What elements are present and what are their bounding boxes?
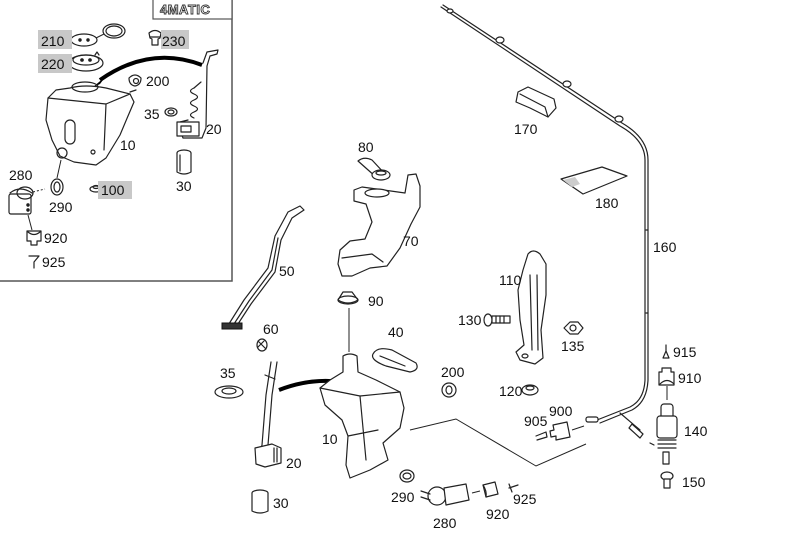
part-910-connector[interactable] — [658, 367, 675, 400]
callout-labels: 210 220 230 200 35 20 10 30 100 280 290 … — [9, 30, 708, 531]
4matic-badge-frame — [152, 0, 233, 20]
callout-110[interactable]: 110 — [499, 272, 522, 288]
callout-160[interactable]: 160 — [653, 239, 677, 255]
callout-290-main[interactable]: 290 — [391, 489, 415, 505]
part-20-level-sensor[interactable] — [176, 49, 219, 139]
callout-150[interactable]: 150 — [682, 474, 706, 490]
callout-40[interactable]: 40 — [388, 324, 404, 340]
part-925-terminal-main[interactable] — [508, 483, 519, 493]
part-20-level-sensor-main[interactable] — [254, 361, 282, 468]
callout-220[interactable]: 220 — [41, 56, 65, 72]
callout-905[interactable]: 905 — [524, 413, 548, 429]
callout-280[interactable]: 280 — [9, 167, 33, 183]
callout-920-main[interactable]: 920 — [486, 506, 510, 522]
part-60-clamp[interactable] — [256, 338, 268, 352]
part-200-grommet[interactable] — [128, 74, 142, 87]
part-130-bolt[interactable] — [483, 313, 511, 327]
callout-90[interactable]: 90 — [368, 293, 384, 309]
callout-20[interactable]: 20 — [206, 121, 222, 137]
callout-35-main[interactable]: 35 — [220, 365, 236, 381]
callout-100[interactable]: 100 — [101, 182, 125, 198]
callout-180[interactable]: 180 — [595, 195, 619, 211]
part-80-filler-cap[interactable] — [357, 157, 391, 181]
part-30-sleeve-main[interactable] — [251, 489, 269, 514]
part-50-filler-pipe[interactable] — [221, 205, 305, 330]
callout-20-main[interactable]: 20 — [286, 455, 302, 471]
callout-915[interactable]: 915 — [673, 344, 697, 360]
assembly-arrow — [98, 55, 203, 82]
callout-910[interactable]: 910 — [678, 370, 702, 386]
arrow-head — [92, 76, 106, 88]
callout-920[interactable]: 920 — [44, 230, 68, 246]
callout-925[interactable]: 925 — [42, 254, 66, 270]
part-915-terminal[interactable] — [662, 344, 670, 359]
callout-900[interactable]: 900 — [549, 403, 573, 419]
callout-30[interactable]: 30 — [176, 178, 192, 194]
highlight-box-100 — [98, 181, 132, 199]
part-290-grommet-main[interactable] — [399, 469, 415, 483]
callout-135[interactable]: 135 — [561, 338, 585, 354]
part-290-grommet[interactable] — [50, 159, 64, 196]
main-diagram — [214, 4, 678, 514]
part-135-nut[interactable] — [563, 321, 584, 335]
part-10-reservoir-main[interactable] — [319, 353, 405, 479]
callout-140[interactable]: 140 — [684, 423, 708, 439]
highlight-box-210 — [38, 30, 72, 49]
hose-connection — [409, 418, 587, 467]
part-920-connector[interactable] — [26, 230, 42, 246]
callout-200[interactable]: 200 — [146, 73, 170, 89]
4matic-badge: 4MATIC — [160, 2, 211, 17]
part-110-bracket[interactable] — [515, 250, 547, 365]
part-40-seal[interactable] — [371, 348, 418, 373]
part-925-terminal[interactable] — [28, 255, 40, 269]
part-180-pad[interactable] — [560, 166, 628, 195]
callout-230[interactable]: 230 — [162, 33, 186, 49]
callout-35[interactable]: 35 — [144, 106, 160, 122]
callout-290[interactable]: 290 — [49, 199, 73, 215]
part-280-washer-pump-main[interactable] — [420, 483, 481, 506]
callout-30-main[interactable]: 30 — [273, 495, 289, 511]
part-280-washer-pump[interactable] — [8, 186, 46, 231]
callout-280-main[interactable]: 280 — [433, 515, 457, 531]
part-90-grommet[interactable] — [337, 291, 359, 352]
part-120-grommet[interactable] — [521, 384, 539, 396]
part-10-reservoir[interactable] — [45, 81, 137, 166]
callout-50[interactable]: 50 — [279, 263, 295, 279]
highlight-box-220 — [38, 54, 72, 73]
part-140-washer-pump[interactable] — [649, 403, 678, 465]
inset-4matic: 4MATIC — [0, 0, 233, 282]
part-70-filler-neck[interactable] — [337, 173, 421, 277]
callout-10-main[interactable]: 10 — [322, 431, 338, 447]
part-920-connector-main[interactable] — [482, 481, 499, 498]
part-30-sleeve[interactable] — [176, 149, 192, 175]
callout-210[interactable]: 210 — [41, 33, 65, 49]
part-170-clip[interactable] — [515, 86, 557, 118]
part-150-seal[interactable] — [660, 471, 674, 489]
callout-925-main[interactable]: 925 — [513, 491, 537, 507]
part-35-washer-main[interactable] — [214, 385, 244, 399]
highlight-box-230 — [161, 30, 189, 49]
part-900-connector[interactable] — [549, 421, 585, 441]
callout-60[interactable]: 60 — [263, 321, 279, 337]
callout-200-main[interactable]: 200 — [441, 364, 465, 380]
part-905-terminal[interactable] — [535, 431, 548, 441]
part-35-washer[interactable] — [164, 107, 178, 117]
callout-10[interactable]: 10 — [120, 137, 136, 153]
callout-80[interactable]: 80 — [358, 139, 374, 155]
callout-70[interactable]: 70 — [403, 233, 419, 249]
callout-170[interactable]: 170 — [514, 121, 538, 137]
part-230-plug[interactable] — [148, 29, 162, 46]
callout-130[interactable]: 130 — [458, 312, 482, 328]
part-200-grommet-main[interactable] — [441, 382, 457, 398]
part-160-washer-hose[interactable] — [440, 4, 649, 439]
callout-120[interactable]: 120 — [499, 383, 523, 399]
